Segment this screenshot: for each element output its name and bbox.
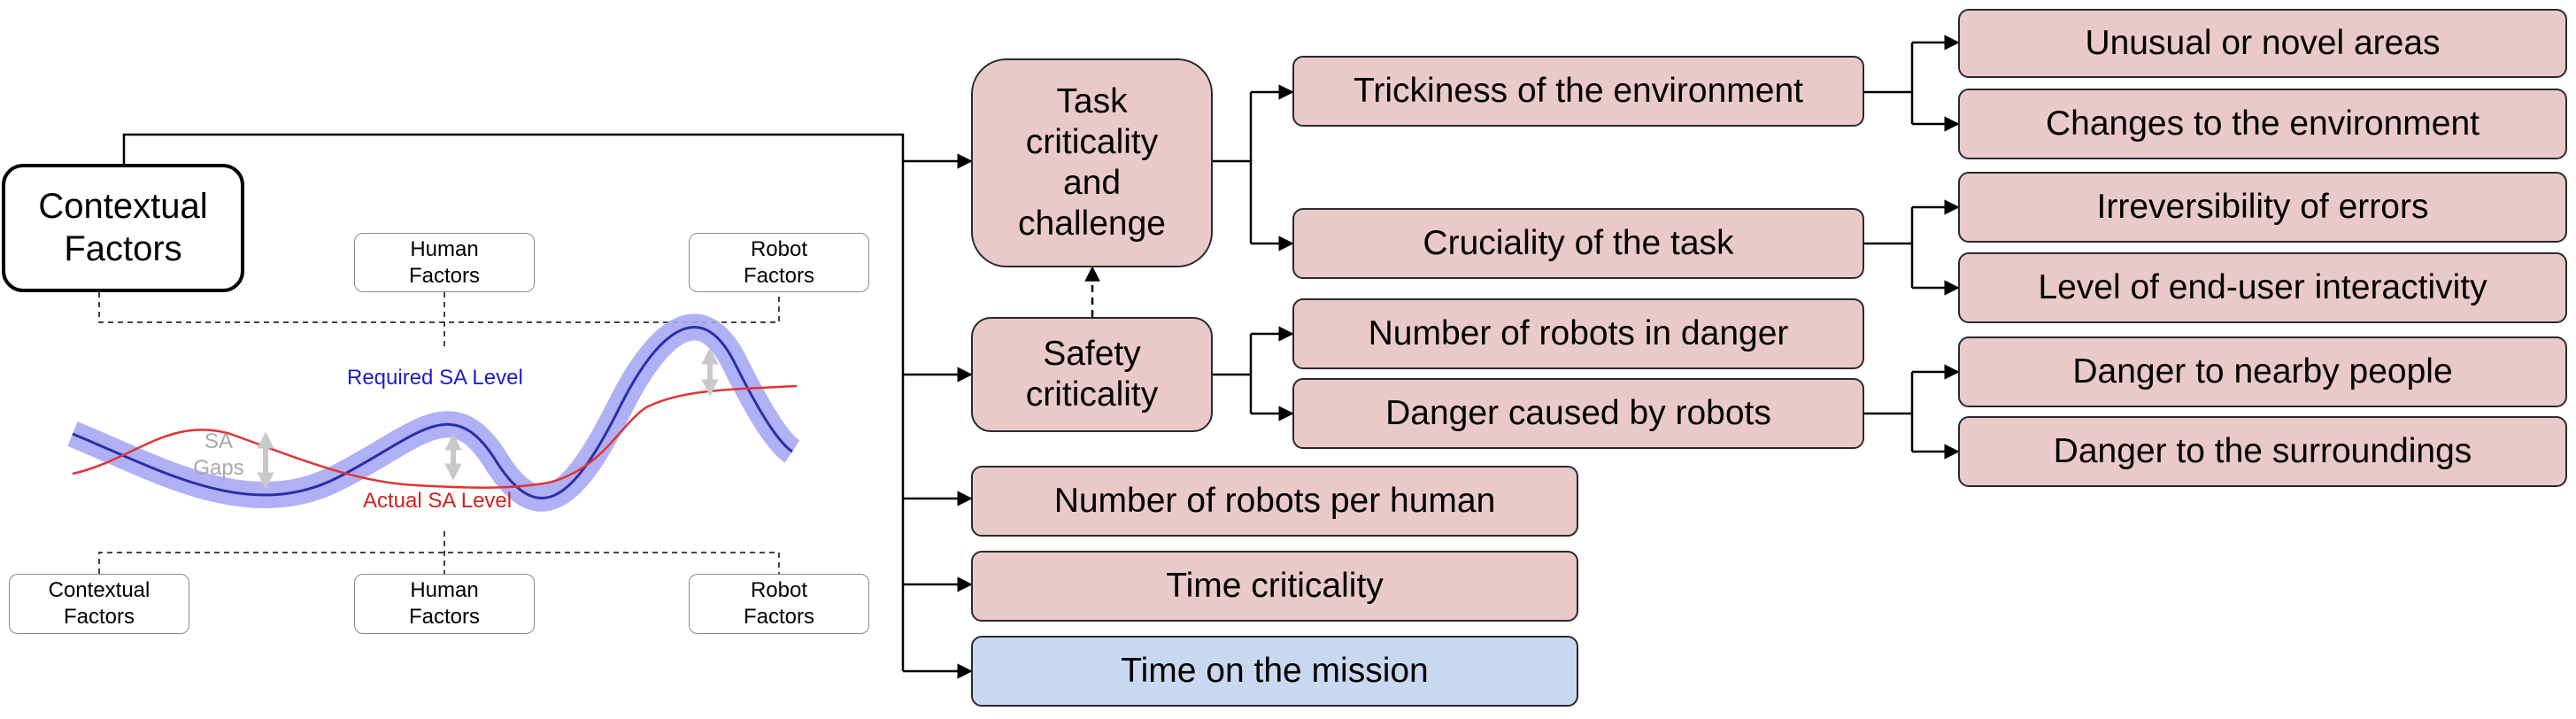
node-task-criticality: Task criticality and challenge [971,58,1213,267]
actual-sa-curve [72,384,798,489]
root-label: Contextual Factors [38,187,208,268]
node-changes-environment: Changes to the environment [1958,89,2567,159]
node-unusual-areas: Unusual or novel areas [1958,9,2567,78]
node-surroundings: Danger to the surroundings [1958,416,2567,487]
task-connectors [1213,84,1294,251]
root-contextual-factors: Contextual Factors [2,164,244,292]
required-sa-curve-band [67,313,801,512]
node-trickiness: Trickiness of the environment [1292,56,1864,127]
node-changes-environment-label: Changes to the environment [2046,104,2480,143]
node-cruciality: Cruciality of the task [1292,208,1864,279]
inset-bottom-human-label: Human Factors [408,578,480,629]
node-interactivity-label: Level of end-user interactivity [2038,267,2487,306]
node-safety-criticality: Safety criticality [971,317,1213,432]
node-trickiness-label: Trickiness of the environment [1354,71,1803,110]
actual-sa-level-label: Actual SA Level [363,489,513,513]
required-sa-curve-line [72,326,793,499]
inset-top-robot-label: Robot Factors [743,236,814,288]
sa-gaps-label: SA Gaps [193,429,244,480]
node-time-on-mission-label: Time on the mission [1121,651,1429,690]
required-sa-level-label: Required SA Level [347,366,523,390]
safety-connectors [1213,326,1294,421]
inset-dashed-connectors [98,292,780,574]
inset-bottom-robot-factors: Robot Factors [689,574,869,634]
node-nearby-people-label: Danger to nearby people [2072,352,2453,390]
node-robots-per-human: Number of robots per human [971,466,1578,537]
inset-top-robot-factors: Robot Factors [689,233,869,292]
node-interactivity: Level of end-user interactivity [1958,252,2567,323]
inset-top-human-label: Human Factors [408,236,480,288]
node-time-on-mission: Time on the mission [971,636,1578,707]
node-nearby-people: Danger to nearby people [1958,336,2567,407]
node-unusual-areas-label: Unusual or novel areas [2085,23,2441,62]
node-time-criticality: Time criticality [971,551,1578,622]
node-task-criticality-label: Task criticality and challenge [1018,81,1166,244]
inset-bottom-contextual-label: Contextual Factors [48,578,150,629]
node-irreversibility-label: Irreversibility of errors [2096,187,2429,226]
inset-top-human-factors: Human Factors [354,233,535,292]
sa-gap-arrows [257,347,719,490]
inset-bottom-robot-label: Robot Factors [743,578,814,629]
inset-bottom-human-factors: Human Factors [354,574,535,634]
node-robots-in-danger-label: Number of robots in danger [1368,313,1789,352]
node-danger-caused: Danger caused by robots [1292,378,1864,449]
node-cruciality-label: Cruciality of the task [1423,223,1734,262]
level2-connectors [1864,35,1960,460]
node-irreversibility: Irreversibility of errors [1958,172,2567,243]
node-time-criticality-label: Time criticality [1166,566,1384,605]
node-surroundings-label: Danger to the surroundings [2053,431,2472,470]
node-safety-criticality-label: Safety criticality [1025,334,1159,414]
node-danger-caused-label: Danger caused by robots [1385,393,1771,432]
root-connectors [122,133,973,679]
node-robots-in-danger: Number of robots in danger [1292,298,1864,369]
inset-bottom-contextual-factors: Contextual Factors [9,574,189,634]
node-robots-per-human-label: Number of robots per human [1053,481,1496,520]
